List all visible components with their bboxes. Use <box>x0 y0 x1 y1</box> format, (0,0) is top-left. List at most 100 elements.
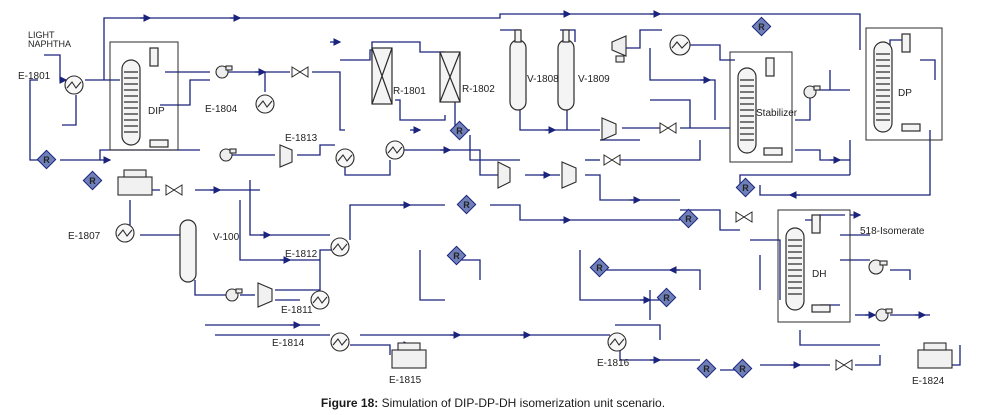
unit-boxes <box>109 27 943 323</box>
vessel-v1809 <box>557 39 575 111</box>
vessel-v100 <box>179 219 197 283</box>
exchanger-e1816 <box>607 332 627 352</box>
flow-arrows <box>59 10 927 369</box>
air-cooler-e1824 <box>917 342 953 369</box>
recycle-11: R <box>696 358 717 379</box>
vessels <box>179 29 575 283</box>
valve-2 <box>165 184 183 196</box>
equipment-labels: LIGHT NAPHTHA E-1801 DIP E-1804 R-1801 R… <box>18 30 945 387</box>
valve-6 <box>835 359 853 371</box>
recycle-12: R <box>732 358 753 379</box>
valve-5 <box>735 211 753 223</box>
recycle-9: R <box>589 257 610 278</box>
mixers <box>257 117 617 308</box>
dh-column <box>785 214 831 313</box>
exchanger-top-right <box>669 34 691 56</box>
dip-column <box>121 47 169 148</box>
label-v100: V-100 <box>213 232 240 243</box>
mixer-2 <box>601 117 617 141</box>
label-e1807: E-1807 <box>68 231 101 242</box>
exchanger-e1812 <box>330 237 350 257</box>
exchanger-e1801 <box>64 75 84 95</box>
svg-text:R: R <box>463 200 470 210</box>
pump-4 <box>803 85 821 99</box>
label-dh: DH <box>812 269 826 280</box>
mixer-1 <box>279 144 293 168</box>
exchanger-e1807 <box>115 223 135 243</box>
recycle-3: R <box>449 120 470 141</box>
label-e1811: E-1811 <box>281 305 313 316</box>
svg-text:R: R <box>742 183 749 193</box>
recycle-8: R <box>446 245 467 266</box>
pump-1 <box>215 65 233 79</box>
svg-text:R: R <box>456 126 463 136</box>
label-r1802: R-1802 <box>462 84 495 95</box>
recycle-1: R <box>36 149 57 170</box>
label-light: LIGHT <box>28 30 55 40</box>
mixer-5 <box>257 282 273 308</box>
label-e1814: E-1814 <box>272 338 305 349</box>
air-cooler-e1815 <box>391 342 427 369</box>
svg-text:R: R <box>703 364 710 374</box>
mixer-4 <box>561 161 577 189</box>
recycle-5: R <box>456 194 477 215</box>
vessel-v1809-nozzle <box>562 29 570 43</box>
exchanger-e1814 <box>330 332 350 352</box>
pump-5 <box>868 259 888 275</box>
pump-3 <box>225 288 243 302</box>
label-e1804: E-1804 <box>205 104 238 115</box>
recycle-10: R <box>656 287 677 308</box>
air-cooler-top-left <box>117 169 153 196</box>
svg-text:R: R <box>663 293 670 303</box>
label-r1801: R-1801 <box>393 86 426 97</box>
label-isomerate: 518-Isomerate <box>860 226 925 237</box>
label-dip: DIP <box>148 106 165 117</box>
svg-text:R: R <box>685 214 692 224</box>
label-e1824: E-1824 <box>912 376 945 387</box>
stabilizer-column <box>737 57 783 156</box>
exchanger-e1813a <box>335 148 355 168</box>
reactors <box>371 47 461 105</box>
exchanger-e1804 <box>255 94 275 114</box>
exchanger-e1811 <box>310 290 330 310</box>
label-stabilizer: Stabilizer <box>756 108 798 119</box>
label-naphtha: NAPHTHA <box>28 39 71 49</box>
pump-2 <box>219 148 237 162</box>
recycle-2: R <box>82 170 103 191</box>
reactor-r1802 <box>439 51 461 103</box>
label-e1812: E-1812 <box>285 249 318 260</box>
svg-text:R: R <box>43 155 50 165</box>
recycle-markers: R R R R R R R R R R R R <box>36 16 772 379</box>
caption-prefix: Figure 18: <box>320 396 379 410</box>
vessel-v1808-nozzle <box>514 29 522 43</box>
valve-3 <box>659 122 677 134</box>
vessel-v1808 <box>509 39 527 111</box>
dip-unit-box <box>109 41 179 151</box>
air-coolers <box>117 169 953 369</box>
label-e1816: E-1816 <box>597 358 630 369</box>
label-e1815: E-1815 <box>389 375 422 386</box>
figure-caption: Figure 18: Simulation of DIP-DP-DH isome… <box>0 396 986 410</box>
mixer-3 <box>497 161 511 189</box>
reactor-r1801 <box>371 47 393 105</box>
svg-text:R: R <box>89 176 96 186</box>
recycle-4: R <box>751 16 772 37</box>
pumps <box>215 65 893 322</box>
svg-text:R: R <box>453 251 460 261</box>
valve-4 <box>603 154 621 166</box>
columns <box>121 33 921 313</box>
valves <box>165 66 853 371</box>
heat-exchangers <box>64 34 691 352</box>
label-v1808: V-1808 <box>527 74 559 85</box>
stabilizer-unit-box <box>729 51 793 163</box>
pump-6 <box>875 308 893 322</box>
dh-unit-box <box>777 209 851 323</box>
svg-text:R: R <box>596 263 603 273</box>
svg-text:R: R <box>739 364 746 374</box>
label-e1801: E-1801 <box>18 71 51 82</box>
exchanger-e1813b <box>385 140 405 160</box>
compressor <box>611 35 627 63</box>
label-e1813: E-1813 <box>285 133 318 144</box>
valve-1 <box>291 66 309 78</box>
